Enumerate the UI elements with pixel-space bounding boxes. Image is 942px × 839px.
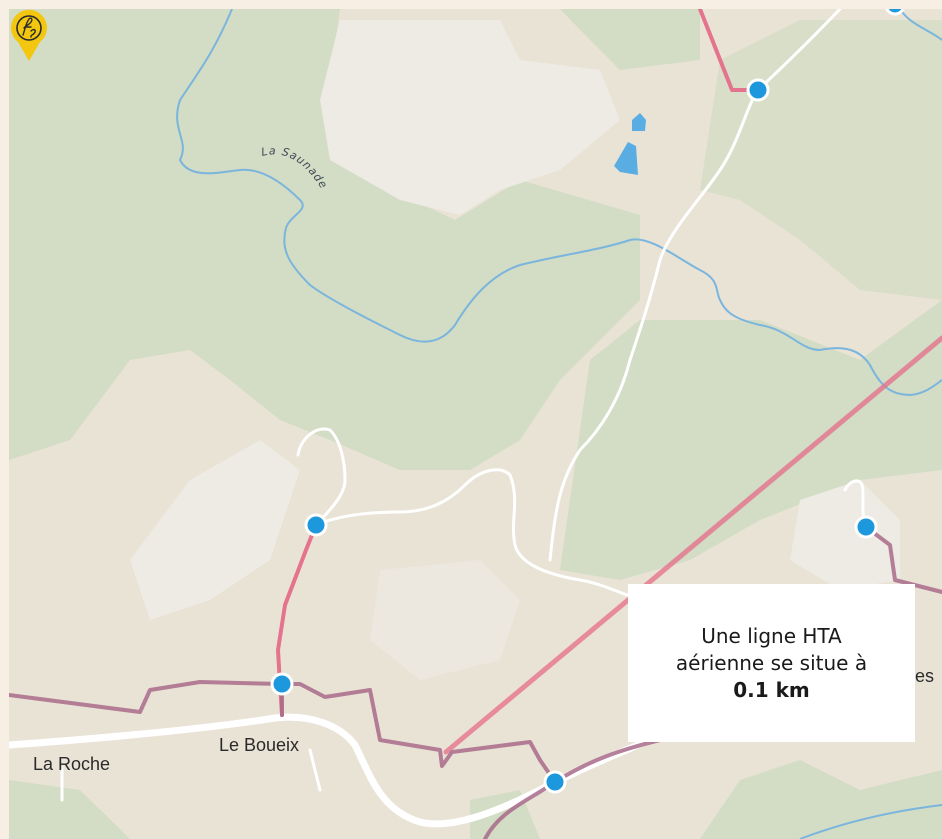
utility-pole-dot-icon[interactable] (885, 9, 905, 16)
forest-areas (9, 9, 942, 839)
field-areas (130, 20, 900, 680)
info-popup: Une ligne HTA aérienne se situe à 0.1 km (628, 584, 915, 742)
fs-logo-marker-icon[interactable] (9, 9, 49, 63)
utility-pole-dot-icon[interactable] (543, 770, 567, 794)
place-label-partial: es (915, 666, 935, 686)
info-line-2: aérienne se situe à (675, 650, 868, 675)
place-label-le-boueix: Le Boueix (219, 735, 300, 755)
utility-pole-dot-icon[interactable] (854, 515, 878, 539)
map-canvas[interactable]: La Saunade (9, 9, 942, 839)
map-view[interactable]: La Saunade La Roche Le Boueix es (9, 9, 942, 839)
utility-pole-dot-icon[interactable] (270, 672, 294, 696)
ponds (614, 113, 646, 175)
info-distance: 0.1 km (733, 677, 810, 702)
info-line-1: Une ligne HTA (701, 623, 842, 648)
utility-pole-dot-icon[interactable] (746, 78, 770, 102)
utility-poles (270, 9, 905, 794)
place-label-la-roche: La Roche (33, 754, 111, 774)
rivers (176, 9, 942, 839)
utility-pole-dot-icon[interactable] (304, 513, 328, 537)
